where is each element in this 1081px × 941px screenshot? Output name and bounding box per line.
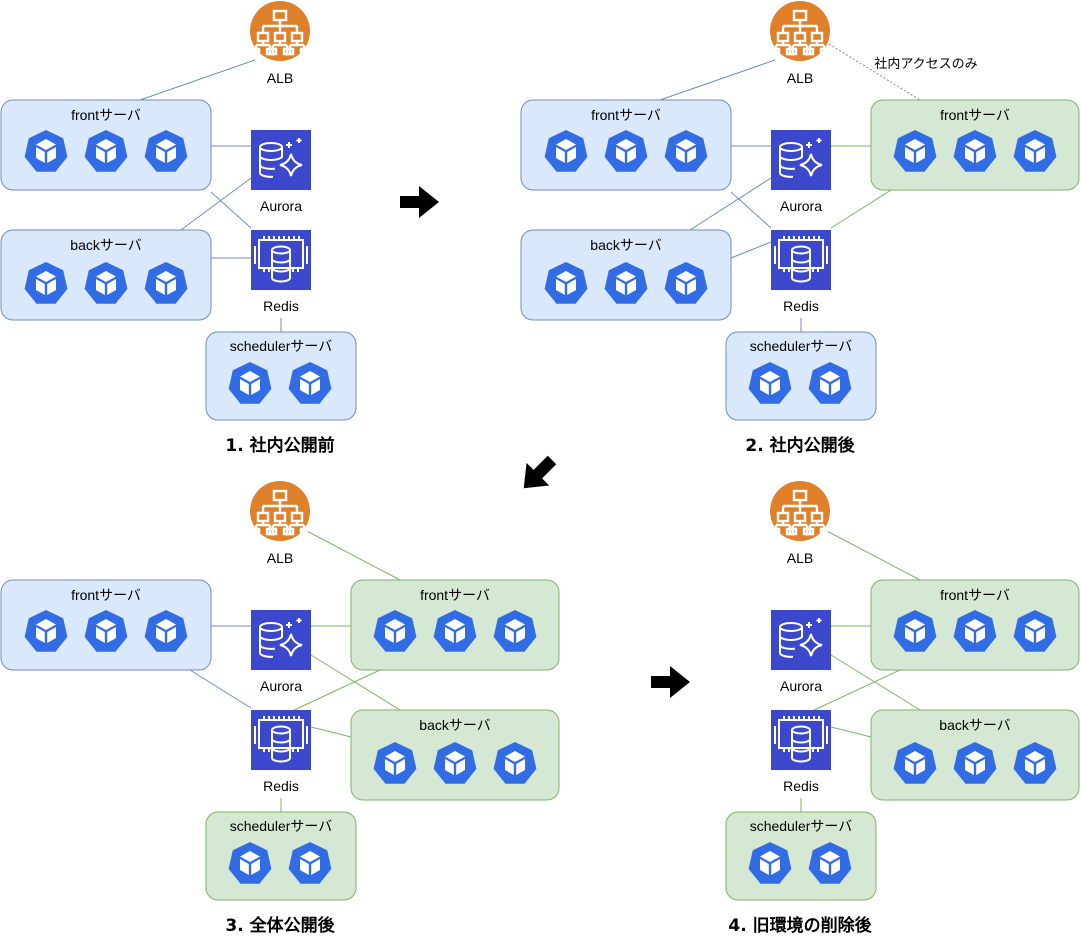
aurora-label: Aurora (260, 198, 302, 214)
redis-label: Redis (783, 298, 819, 314)
aurora-label: Aurora (780, 198, 822, 214)
step-arrow-icon (400, 186, 439, 218)
panel-1: ALB Aurora Redis frontサーバ backサーバ schedu… (0, 1, 357, 456)
aurora-node: Aurora (771, 610, 831, 694)
scheduler-server-label: schedulerサーバ (230, 818, 333, 834)
connections (800, 529, 921, 812)
panel-caption: 3. 全体公開後 (225, 915, 335, 936)
step-arrow-icon (523, 455, 557, 489)
redis-label: Redis (783, 778, 819, 794)
new-scheduler-server-group: schedulerサーバ (205, 811, 357, 901)
redis-label: Redis (263, 298, 299, 314)
connections (659, 43, 921, 332)
front-server-label: frontサーバ (71, 107, 141, 123)
scheduler-server-label: schedulerサーバ (230, 338, 333, 354)
alb-label: ALB (267, 70, 293, 86)
front-server-group: frontサーバ (0, 579, 212, 671)
new-back-server-group: backサーバ (350, 709, 560, 801)
elasticache-redis-icon (771, 230, 831, 290)
aurora-node: Aurora (771, 130, 831, 214)
panel-2: 社内アクセスのみ ALB Aurora Redis frontサーバ backサ… (520, 1, 1080, 456)
alb-label: ALB (787, 550, 813, 566)
scheduler-server-group: schedulerサーバ (205, 331, 357, 421)
elasticache-redis-icon (251, 230, 311, 290)
front-server-label: frontサーバ (940, 587, 1010, 603)
back-server-group: backサーバ (0, 229, 212, 321)
alb-node: ALB (770, 481, 830, 566)
front-server-label: frontサーバ (71, 587, 141, 603)
redis-node: Redis (771, 710, 831, 794)
aurora-database-icon (251, 610, 311, 670)
redis-node: Redis (251, 710, 311, 794)
step-arrows (400, 186, 690, 698)
alb-node: ALB (770, 1, 830, 86)
load-balancer-icon (770, 1, 830, 61)
redis-node: Redis (251, 230, 311, 314)
aurora-node: Aurora (251, 130, 311, 214)
redis-node: Redis (771, 230, 831, 314)
alb-node: ALB (250, 1, 310, 86)
scheduler-server-label: schedulerサーバ (750, 818, 853, 834)
aurora-node: Aurora (251, 610, 311, 694)
elasticache-redis-icon (251, 710, 311, 770)
alb-label: ALB (787, 70, 813, 86)
panel-caption: 1. 社内公開前 (225, 435, 334, 456)
back-server-label: backサーバ (419, 717, 490, 733)
front-server-label: frontサーバ (591, 107, 661, 123)
load-balancer-icon (770, 481, 830, 541)
front-server-label: frontサーバ (420, 587, 490, 603)
internal-access-note: 社内アクセスのみ (874, 56, 977, 71)
alb-label: ALB (267, 550, 293, 566)
alb-node: ALB (250, 481, 310, 566)
front-server-group: frontサーバ (520, 99, 732, 191)
panel-3: ALB Aurora Redis frontサーバ frontサーバ backサ… (0, 481, 560, 936)
connections (139, 59, 282, 332)
elasticache-redis-icon (771, 710, 831, 770)
back-server-group: backサーバ (520, 229, 732, 321)
front-server-label: frontサーバ (940, 107, 1010, 123)
load-balancer-icon (250, 481, 310, 541)
connections (189, 529, 401, 812)
new-front-server-group: frontサーバ (870, 579, 1080, 671)
aurora-label: Aurora (780, 678, 822, 694)
back-server-label: backサーバ (939, 717, 1010, 733)
new-scheduler-server-group: schedulerサーバ (725, 811, 877, 901)
load-balancer-icon (250, 1, 310, 61)
aurora-database-icon (251, 130, 311, 190)
new-back-server-group: backサーバ (870, 709, 1080, 801)
scheduler-server-group: schedulerサーバ (725, 331, 877, 421)
aurora-label: Aurora (260, 678, 302, 694)
panel-caption: 2. 社内公開後 (745, 435, 855, 456)
new-front-server-group: frontサーバ (350, 579, 560, 671)
panel-caption: 4. 旧環境の削除後 (728, 915, 872, 936)
aurora-database-icon (771, 610, 831, 670)
scheduler-server-label: schedulerサーバ (750, 338, 853, 354)
new-front-server-group: frontサーバ (870, 99, 1080, 191)
back-server-label: backサーバ (70, 237, 141, 253)
redis-label: Redis (263, 778, 299, 794)
panel-4: ALB Aurora Redis frontサーバ backサーバ schedu… (725, 481, 1080, 936)
front-server-group: frontサーバ (0, 99, 212, 191)
back-server-label: backサーバ (590, 237, 661, 253)
aurora-database-icon (771, 130, 831, 190)
step-arrow-icon (651, 666, 690, 698)
